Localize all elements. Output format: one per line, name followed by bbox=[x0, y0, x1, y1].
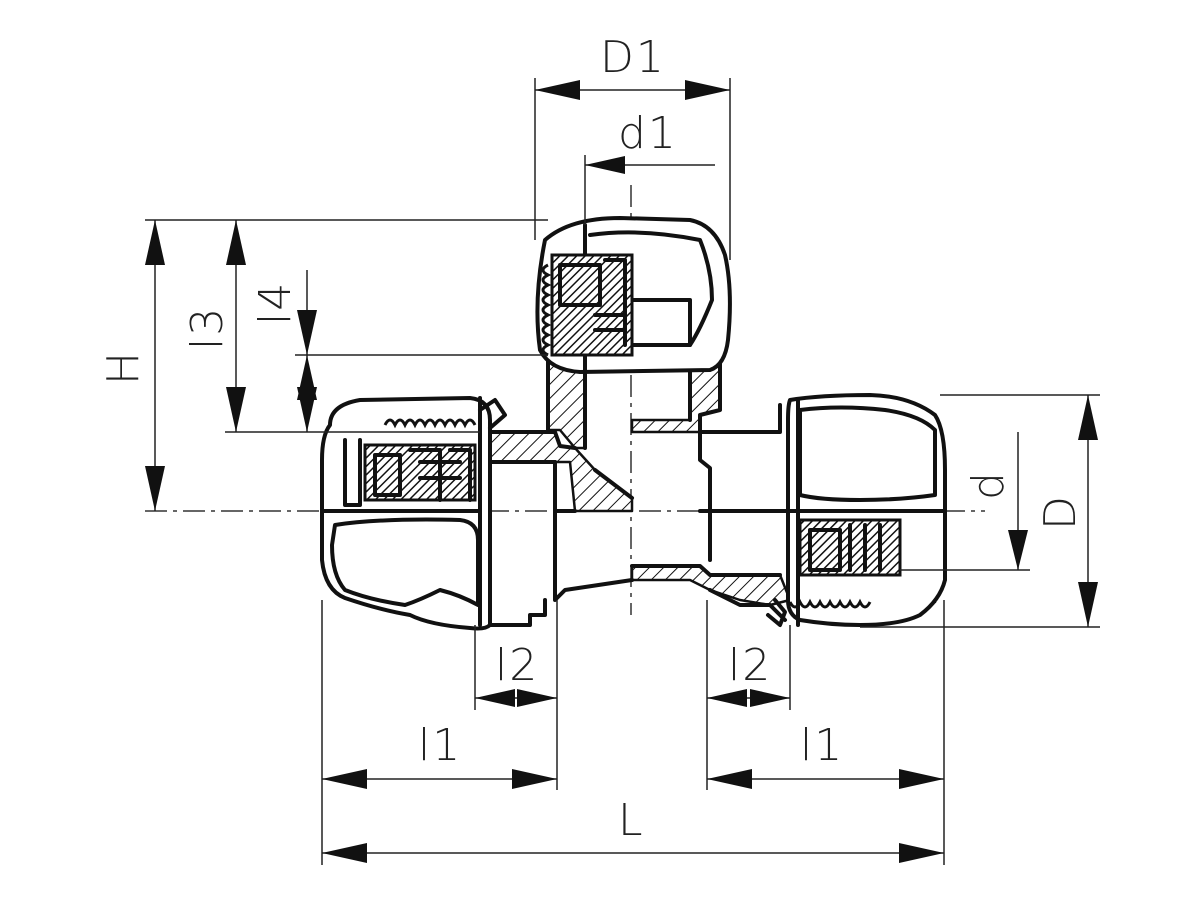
label-D: D bbox=[1035, 494, 1086, 530]
label-l2-left: l2 bbox=[495, 640, 539, 691]
label-D1: D1 bbox=[600, 32, 666, 83]
right-cap-nut bbox=[766, 393, 947, 627]
label-L: L bbox=[618, 795, 645, 846]
label-l1-left: l1 bbox=[418, 720, 462, 771]
label-l2-right: l2 bbox=[728, 640, 772, 691]
label-l4: l4 bbox=[250, 281, 301, 325]
label-l3: l3 bbox=[182, 306, 233, 350]
label-l1-right: l1 bbox=[800, 720, 844, 771]
d1-upper-arrow-left bbox=[535, 80, 580, 100]
label-d: d bbox=[963, 470, 1014, 500]
dimension-labels: D1 d1 H l3 l4 d D l2 l2 l1 l1 L bbox=[98, 32, 1086, 846]
right-collet bbox=[798, 518, 902, 577]
branch-cap-nut bbox=[535, 216, 732, 374]
label-d1: d1 bbox=[618, 108, 678, 159]
left-cap-nut bbox=[320, 396, 507, 631]
left-collet bbox=[363, 443, 477, 502]
d1-upper-arrow-right bbox=[685, 80, 730, 100]
dimension-lines bbox=[145, 78, 1100, 865]
tee-outline bbox=[478, 358, 792, 627]
branch-collet bbox=[550, 253, 634, 357]
label-H: H bbox=[98, 350, 149, 385]
